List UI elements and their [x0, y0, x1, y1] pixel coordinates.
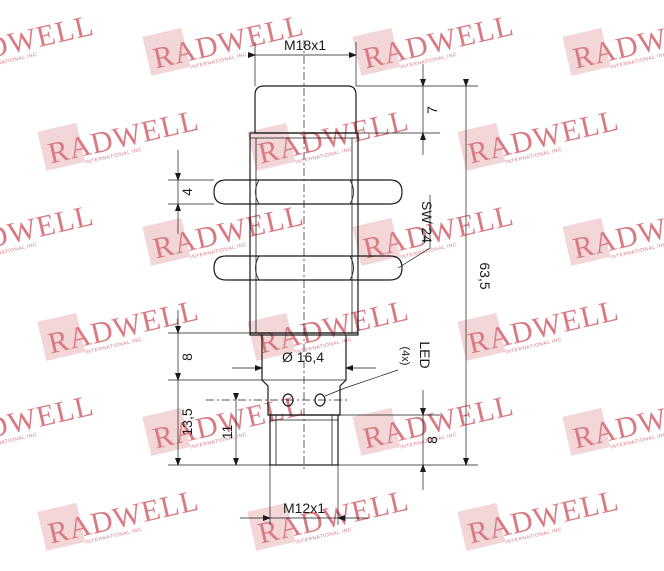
body-step-label: 8 [179, 353, 195, 361]
sensor-outline [206, 40, 403, 472]
top-thread-label: M18x1 [284, 37, 326, 53]
bottom-thread-label: M12x1 [283, 500, 325, 516]
svg-text:RADWELL: RADWELL [255, 484, 412, 551]
nut-thickness-label: 4 [179, 188, 195, 196]
svg-text:RADWELL: RADWELL [45, 104, 202, 171]
svg-text:RADWELL: RADWELL [465, 104, 622, 171]
svg-text:RADWELL: RADWELL [465, 484, 622, 551]
body-diameter-label: Ø 16,4 [282, 349, 324, 365]
wrench-size-label: SW 24 [419, 201, 435, 243]
led-count-label: (4x) [399, 347, 411, 366]
overall-length-label: 63,5 [477, 262, 493, 289]
top-cap-height-label: 7 [424, 106, 440, 114]
connector-length-label: 11 [219, 425, 235, 440]
svg-text:RADWELL: RADWELL [255, 294, 412, 361]
dimension-labels: M18x1 7 4 SW 24 63,5 Ø 16,4 8 LED (4x) 1… [179, 37, 493, 516]
connector-overall-label: 13,5 [179, 408, 195, 435]
connector-thread-length-label: 8 [424, 436, 440, 444]
svg-text:RADWELL: RADWELL [45, 294, 202, 361]
svg-text:RADWELL: RADWELL [0, 389, 97, 456]
svg-text:RADWELL: RADWELL [255, 104, 412, 171]
led-label: LED [417, 341, 433, 368]
svg-text:RADWELL: RADWELL [0, 9, 97, 76]
svg-text:RADWELL: RADWELL [360, 389, 517, 456]
svg-text:RADWELL: RADWELL [465, 294, 622, 361]
svg-text:RADWELL: RADWELL [45, 484, 202, 551]
svg-text:RADWELL: RADWELL [360, 9, 517, 76]
svg-text:RADWELL: RADWELL [0, 199, 97, 266]
dimension-lines [168, 42, 478, 525]
